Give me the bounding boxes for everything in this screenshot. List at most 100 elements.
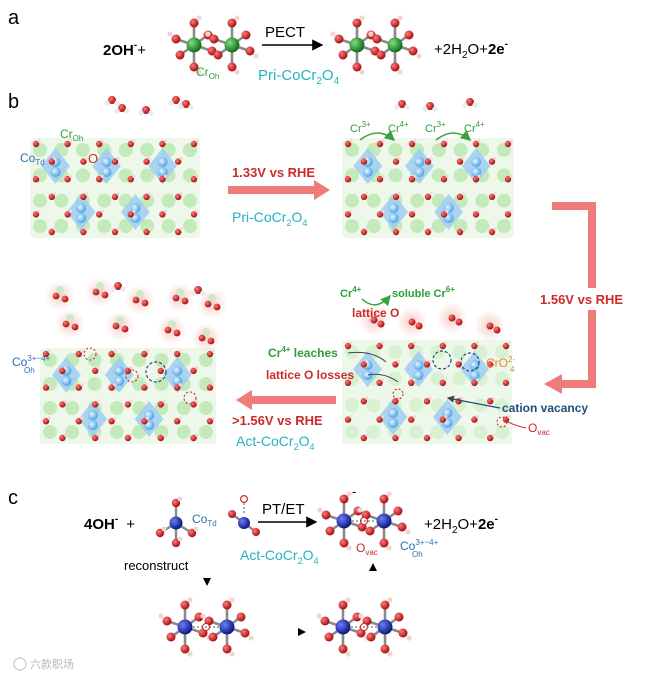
watermark: 六款职场 (30, 657, 74, 671)
panel-a-phase-text: Pri-CoCr (258, 67, 316, 84)
hydrogen-site (507, 341, 511, 345)
panel-a-site-sub: Oh (209, 72, 220, 81)
panel-c-plus: + (126, 516, 135, 533)
oxygen-atom (227, 62, 237, 72)
hydrogen-site (507, 415, 511, 419)
hydrogen-site (460, 396, 464, 400)
cobalt-atom (172, 365, 183, 376)
panel-c-o-vac: Ovac (356, 541, 378, 557)
chromium-site (430, 425, 445, 439)
oxygen-site (64, 176, 71, 183)
hydrogen-site (412, 341, 416, 345)
label-cr3-left-text: Cr (350, 123, 362, 135)
oxygen-site (472, 176, 480, 183)
oxygen-site (190, 367, 197, 374)
step2-arrow-head (544, 374, 562, 394)
oxygen-atom (370, 316, 378, 324)
oxygen-site (456, 228, 464, 236)
label-cr4-top: Cr4+ (340, 285, 362, 300)
oxygen-atom (397, 522, 407, 532)
step3-phase-sub: 2 (294, 442, 299, 452)
hydrogen-site (116, 192, 120, 196)
hydrogen-atom (359, 15, 365, 21)
hydrogen-site (96, 399, 100, 403)
label-cr3-left: Cr3+ (350, 120, 371, 135)
hydrogen-site (53, 227, 57, 231)
oxygen-site (175, 228, 182, 236)
oxygen-atom (92, 288, 100, 296)
label-co-oh-sub: Oh (24, 366, 35, 375)
chromium-site (33, 219, 47, 233)
label-co-td-sub: Td (35, 158, 44, 167)
metal-atom (349, 37, 365, 53)
pointer-cation-vacancy (446, 395, 501, 409)
oxygen-atom (198, 334, 206, 342)
hydrogen-site (460, 433, 464, 437)
oxygen-site (80, 228, 87, 236)
hydrogen-site (493, 157, 497, 161)
oxygen-site (439, 342, 446, 350)
oxygen-vacancy-marker (183, 391, 197, 405)
oxygen-atom (390, 62, 400, 72)
hydrogen-site (47, 416, 51, 420)
hydrogen-atom (200, 613, 206, 619)
oxygen-site (424, 158, 432, 165)
oxygen-site (159, 176, 166, 183)
panel-a-products-text: +2H (434, 41, 462, 58)
oxygen-site (471, 342, 478, 350)
hydrogen-site (100, 139, 104, 143)
hydrogen-atom (405, 529, 411, 535)
oxygen-atom (352, 18, 362, 28)
oxygen-site (75, 384, 83, 391)
oxygen-atom (155, 528, 165, 538)
metal-atom (387, 37, 403, 53)
cobalt-atom (388, 417, 398, 428)
lattice-activated (40, 277, 227, 444)
chromium-site (453, 168, 468, 183)
panel-c-product-molecule (317, 491, 411, 551)
chromium-site (97, 193, 112, 208)
hydrogen-site (163, 174, 167, 178)
oxygen-site (92, 367, 99, 374)
oxygen-site (59, 401, 66, 408)
label-cro4-sup: 2- (508, 355, 515, 364)
panel-a-plus: + (137, 42, 146, 59)
oxygen-atom (408, 318, 416, 326)
label-co-oh-text: Co (12, 355, 28, 369)
oxygen-atom (377, 320, 385, 328)
chromium-fragment (66, 314, 74, 322)
cobalt-atom (471, 157, 482, 167)
hydrogen-site (365, 157, 369, 161)
oxygen-site (127, 211, 134, 218)
oxygen-atom (121, 325, 129, 333)
oxygen-atom (324, 632, 334, 642)
oxygen-site (80, 193, 87, 200)
oxygen-atom (366, 632, 376, 642)
oxygen-site (360, 398, 367, 405)
chromium-site (452, 345, 467, 359)
chromium-fragment (208, 294, 216, 302)
hydrogen-site (69, 209, 73, 213)
oxygen-atom (448, 314, 456, 322)
chromium-fragment (176, 288, 184, 296)
oxygen-site (344, 416, 352, 423)
oxygen-site (392, 158, 400, 165)
oxygen-site (456, 158, 464, 165)
panel-c-reconstructed-right (316, 597, 412, 657)
cobalt-atom (114, 365, 125, 376)
hydrogen-site (47, 383, 51, 387)
hydrogen-site (113, 416, 117, 420)
oxygen-atom (338, 50, 348, 60)
hydrogen-site (37, 209, 41, 213)
oxygen-site (488, 228, 496, 236)
hydrogen-site (365, 396, 369, 400)
chromium-site (43, 425, 57, 439)
oxygen-site (376, 176, 384, 183)
step1-phase-tail: O (291, 209, 302, 225)
oxygen-site (42, 350, 50, 358)
hydrogen-site (148, 227, 152, 231)
hydrogen-atom (200, 290, 206, 296)
watermark-icon (13, 657, 27, 671)
chromium-site (410, 219, 425, 233)
